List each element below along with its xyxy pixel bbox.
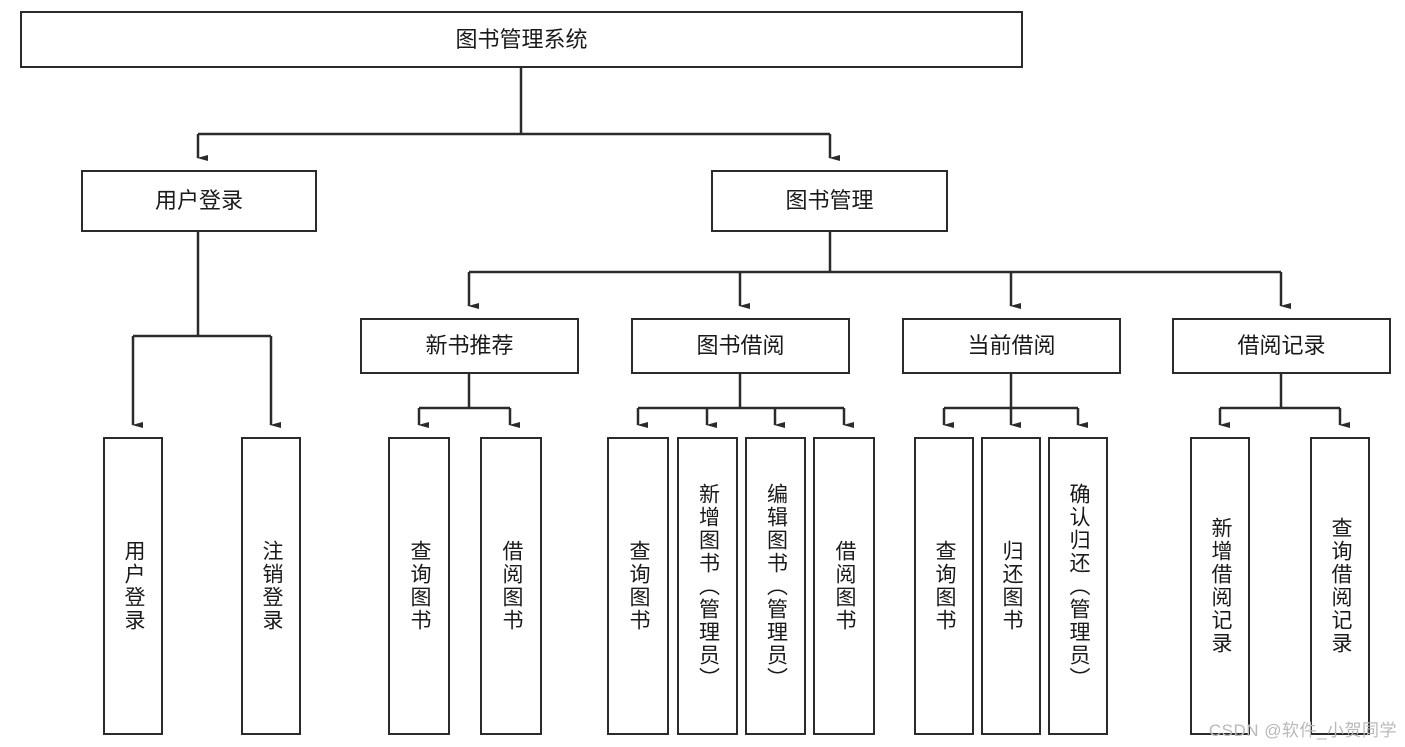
node-new-book-recommend[interactable]: 新书推荐 (360, 318, 579, 374)
node-label: 借阅图书 (833, 540, 857, 632)
node-label: 图书借阅 (696, 333, 785, 359)
leaf-book-borrow-borrow[interactable]: 借阅图书 (813, 437, 875, 735)
node-label: 用户登录 (122, 540, 146, 632)
node-label: 查询图书 (627, 540, 651, 632)
leaf-user-login-login[interactable]: 用户登录 (103, 437, 163, 735)
node-label: 图书管理 (785, 188, 874, 214)
node-label: 用户登录 (154, 188, 243, 214)
node-book-borrow[interactable]: 图书借阅 (631, 318, 850, 374)
leaf-book-borrow-edit[interactable]: 编辑图书（管理员） (745, 437, 806, 735)
node-label: 图书管理系统 (455, 26, 588, 52)
leaf-new-book-query[interactable]: 查询图书 (388, 437, 450, 735)
node-label: 确认归还（管理员） (1067, 482, 1091, 690)
node-label: 借阅记录 (1237, 333, 1326, 359)
node-book-management[interactable]: 图书管理 (711, 170, 948, 232)
leaf-new-book-borrow[interactable]: 借阅图书 (480, 437, 542, 735)
node-label: 查询借阅记录 (1329, 517, 1353, 655)
node-user-login[interactable]: 用户登录 (81, 170, 317, 232)
node-borrow-record[interactable]: 借阅记录 (1172, 318, 1391, 374)
node-current-borrow[interactable]: 当前借阅 (902, 318, 1121, 374)
watermark-text: CSDN @软件_小贺同学 (1208, 721, 1397, 740)
node-label: 查询图书 (933, 540, 957, 632)
node-label: 查询图书 (408, 540, 432, 632)
node-label: 新增借阅记录 (1209, 517, 1233, 655)
node-label: 注销登录 (260, 540, 284, 632)
leaf-user-login-logout[interactable]: 注销登录 (241, 437, 301, 735)
leaf-borrow-record-query[interactable]: 查询借阅记录 (1310, 437, 1370, 735)
node-label: 当前借阅 (967, 333, 1056, 359)
node-label: 新增图书（管理员） (696, 482, 720, 690)
leaf-borrow-record-add[interactable]: 新增借阅记录 (1190, 437, 1250, 735)
node-label: 归还图书 (1000, 540, 1024, 632)
node-label: 借阅图书 (500, 540, 524, 632)
node-label: 新书推荐 (425, 333, 514, 359)
leaf-book-borrow-add[interactable]: 新增图书（管理员） (677, 437, 738, 735)
node-root-system[interactable]: 图书管理系统 (20, 11, 1023, 68)
leaf-book-borrow-query[interactable]: 查询图书 (607, 437, 669, 735)
leaf-current-borrow-confirm-return[interactable]: 确认归还（管理员） (1048, 437, 1108, 735)
leaf-current-borrow-return[interactable]: 归还图书 (981, 437, 1041, 735)
leaf-current-borrow-query[interactable]: 查询图书 (914, 437, 974, 735)
node-label: 编辑图书（管理员） (764, 482, 788, 690)
